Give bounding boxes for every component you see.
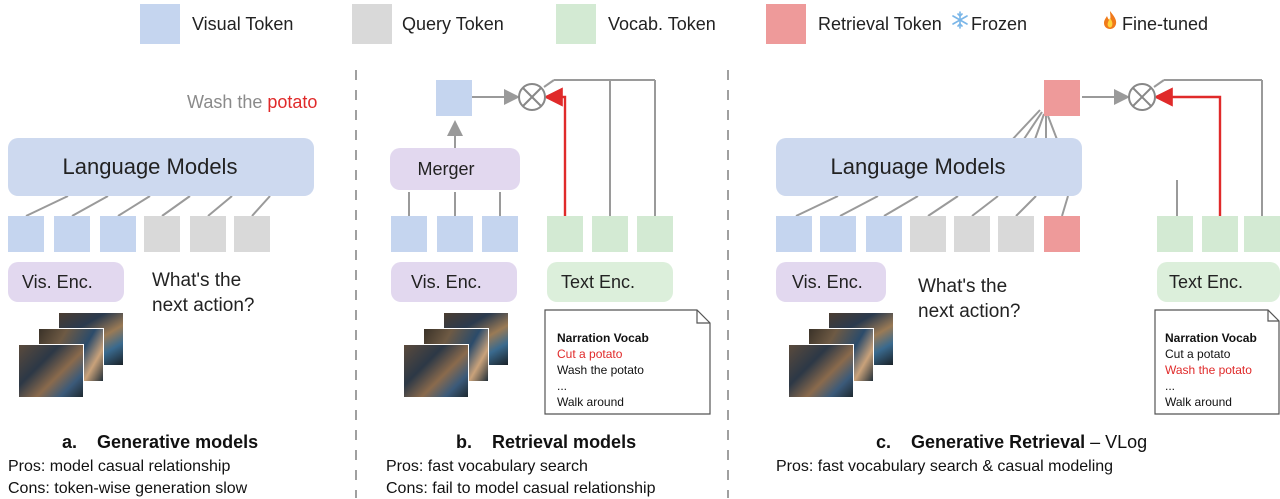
- visual-token: [436, 80, 472, 116]
- legend-vocab-token: Vocab. Token: [608, 14, 716, 34]
- legend-swatch-retrieval: [766, 4, 806, 44]
- query-token: [998, 216, 1034, 252]
- cons-a: Cons: token-wise generation slow: [8, 480, 248, 497]
- legend-query-token: Query Token: [402, 14, 504, 34]
- legend-frozen: Frozen: [971, 14, 1028, 34]
- visual-token: [54, 216, 90, 252]
- visual-token: [437, 216, 473, 252]
- circle-times-icon: [518, 83, 546, 111]
- legend-visual-token: Visual Token: [192, 14, 294, 34]
- pros-c: Pros: fast vocabulary search & casual mo…: [776, 458, 1114, 475]
- language-models-block: Language Models: [8, 138, 314, 196]
- vis-enc-block: Vis. Enc.: [391, 262, 517, 302]
- pros-a: Pros: model casual relationship: [8, 458, 231, 475]
- panel-b-lines: [408, 79, 656, 216]
- query-token: [954, 216, 990, 252]
- vocab-token: [637, 216, 673, 252]
- question-text: What's the next action?: [152, 270, 255, 316]
- retrieval-token: [1044, 80, 1080, 116]
- circle-times-icon: [1128, 83, 1156, 111]
- query-token: [144, 216, 180, 252]
- vocab-token: [1244, 216, 1280, 252]
- video-frames: [403, 312, 513, 400]
- vocab-doc-b: [544, 309, 711, 415]
- legend-retrieval-token: Retrieval Token: [818, 14, 942, 34]
- vocab-token: [592, 216, 628, 252]
- text-enc-block: Text Enc.: [1157, 262, 1280, 302]
- visual-token: [8, 216, 44, 252]
- question-text: What's the next action?: [918, 276, 1021, 322]
- visual-token: [820, 216, 856, 252]
- visual-token: [391, 216, 427, 252]
- legend-finetuned: Fine-tuned: [1122, 14, 1209, 34]
- panel-a-output-text: Wash the potato: [187, 92, 318, 112]
- retrieval-token: [1044, 216, 1080, 252]
- panel-c-fan-in: [1009, 109, 1059, 143]
- visual-token: [482, 216, 518, 252]
- caption-a: a. Generative models: [62, 432, 259, 452]
- vocab-token: [1202, 216, 1238, 252]
- pros-b: Pros: fast vocabulary search: [386, 458, 588, 475]
- visual-token: [100, 216, 136, 252]
- narration-vocab-c: Narration Vocab Cut a potato Wash the po…: [1165, 331, 1257, 409]
- cons-b: Cons: fail to model casual relationship: [386, 480, 656, 497]
- visual-token: [866, 216, 902, 252]
- query-token: [190, 216, 226, 252]
- legend-swatch-vocab: [556, 4, 596, 44]
- fire-icon: [1104, 11, 1117, 29]
- panel-c-token-lines: [795, 195, 1069, 217]
- panel-c-right-lines: [1082, 79, 1263, 216]
- vis-enc-block: Vis. Enc.: [776, 262, 886, 302]
- text-enc-block: Text Enc.: [547, 262, 673, 302]
- vocab-doc-c: [1154, 309, 1280, 415]
- caption-b: b. Retrieval models: [456, 432, 637, 452]
- query-token: [234, 216, 270, 252]
- vis-enc-block: Vis. Enc.: [8, 262, 124, 302]
- merger-block: Merger: [390, 148, 520, 190]
- video-frames: [788, 312, 898, 400]
- video-frames: [18, 312, 128, 400]
- panel-b-red-path: [543, 87, 567, 216]
- snowflake-icon: [952, 11, 968, 29]
- legend-swatch-query: [352, 4, 392, 44]
- panel-a-token-lines: [25, 195, 271, 217]
- query-token: [910, 216, 946, 252]
- caption-c: c. Generative Retrieval – VLog: [876, 432, 1148, 452]
- panel-c-red-path: [1153, 87, 1222, 216]
- narration-vocab-b: Narration Vocab Cut a potato Wash the po…: [557, 331, 649, 409]
- language-models-block: Language Models: [776, 138, 1082, 196]
- legend-swatch-visual: [140, 4, 180, 44]
- visual-token: [776, 216, 812, 252]
- vocab-token: [1157, 216, 1193, 252]
- vocab-token: [547, 216, 583, 252]
